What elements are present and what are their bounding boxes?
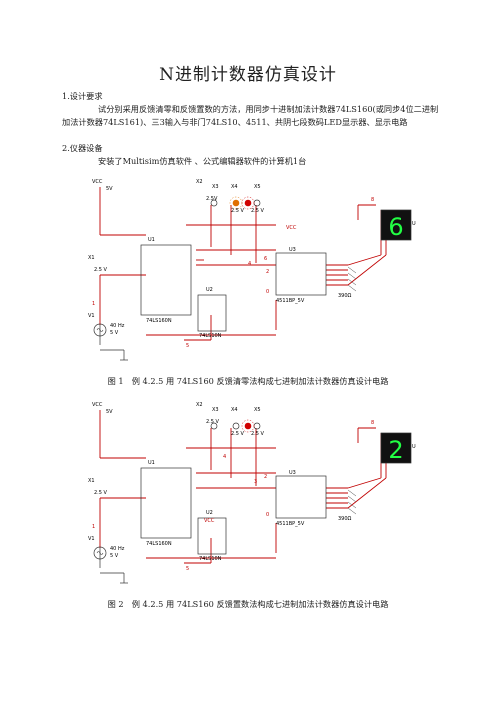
section-body: 试分别采用反馈清零和反馈置数的方法，用同步十进制加法计数器74LS160(或同步…	[62, 104, 439, 127]
chip-u1-label: U1	[148, 237, 155, 243]
source-amplitude: 5 V	[110, 330, 119, 336]
display-u4-label: U4	[412, 221, 416, 227]
source-amplitude: 5 V	[110, 553, 119, 559]
net-vcc-label: VCC	[286, 225, 297, 231]
net-label: 1	[92, 301, 95, 307]
chip-u2-part: 74LS10N	[199, 556, 222, 562]
seven-segment-digit: 2	[388, 436, 403, 464]
probe-x5-voltage: 2.5 V	[251, 431, 265, 437]
chip-u1-label: U1	[148, 460, 155, 466]
probe-x3-label: X3	[212, 184, 219, 190]
probe-x1-voltage: 2.5 V	[94, 267, 108, 273]
seven-segment-digit: 6	[388, 213, 403, 241]
chip-u3-label: U3	[289, 247, 296, 253]
probe-x4-voltage: 2.5 V	[231, 431, 245, 437]
led-indicator-icon	[244, 422, 252, 430]
chip-u3-part: 4511BP_5V	[276, 521, 305, 527]
probe-x2-label: X2	[196, 402, 203, 408]
page-title: N进制计数器仿真设计	[159, 65, 337, 85]
resistor-label: 390Ω	[338, 516, 352, 522]
net-label: 1	[92, 524, 95, 530]
probe-x5-label: X5	[254, 407, 261, 413]
net-label: 4	[248, 261, 251, 267]
net-label: 0	[266, 289, 269, 295]
probe-x4-label: X4	[231, 407, 238, 413]
net-label: 2	[264, 474, 267, 480]
net-label: 5	[186, 566, 189, 572]
circuit-diagram-2: VCC 5V X2 X3 X4 X5 2.5 V 2.5 V 2.5 V X1 …	[88, 402, 416, 584]
probe-x2-label: X2	[196, 179, 203, 185]
net-label: 6	[264, 256, 267, 262]
probe-x4-voltage: 2.5 V	[231, 208, 245, 214]
section-body: 安装了Multisim仿真软件 、公式编辑器软件的计算机1台	[98, 156, 307, 166]
vcc-voltage: 5V	[106, 409, 113, 415]
chip-u1-part: 74LS160N	[146, 541, 172, 547]
net-vcc-label: VCC	[204, 518, 215, 524]
net-label: 5	[186, 343, 189, 349]
probe-x3-voltage: 2.5V	[206, 196, 218, 202]
source-frequency: 40 Hz	[110, 323, 125, 329]
source-frequency: 40 Hz	[110, 546, 125, 552]
net-label: 8	[371, 420, 374, 426]
circuit-diagram-1: VCC 5V X2 X3 X4 X5 2.5V 2.5 V 2.5 V X1 2…	[88, 179, 416, 361]
probe-x1-label: X1	[88, 255, 95, 261]
led-indicator-icon	[244, 199, 252, 207]
net-label: 8	[371, 197, 374, 203]
section-heading: 1.设计要求	[62, 91, 103, 101]
resistor-label: 390Ω	[338, 293, 352, 299]
figure-caption: 图 1 例 4.2.5 用 74LS160 反馈清零法构成七进制加法计数器仿真设…	[107, 376, 389, 386]
chip-u1-part: 74LS160N	[146, 318, 172, 324]
probe-x3-voltage: 2.5 V	[206, 419, 220, 425]
chip-u2-label: U2	[206, 510, 213, 516]
probe-x1-label: X1	[88, 478, 95, 484]
source-label: V1	[88, 313, 95, 319]
net-label: 0	[266, 512, 269, 518]
chip-u2-label: U2	[206, 287, 213, 293]
vcc-label: VCC	[92, 179, 103, 185]
net-label: 2	[266, 269, 269, 275]
chip-u3-label: U3	[289, 470, 296, 476]
section-heading: 2.仪器设备	[62, 143, 103, 153]
display-u4-label: U4	[412, 444, 416, 450]
led-indicator-icon	[232, 199, 240, 207]
probe-x3-label: X3	[212, 407, 219, 413]
chip-u2-part: 74LS10N	[199, 333, 222, 339]
net-label: 4	[223, 454, 226, 460]
probe-x5-label: X5	[254, 184, 261, 190]
probe-x5-voltage: 2.5 V	[251, 208, 265, 214]
vcc-voltage: 5V	[106, 186, 113, 192]
probe-x1-voltage: 2.5 V	[94, 490, 108, 496]
source-label: V1	[88, 536, 95, 542]
chip-u3-part: 4511BP_5V	[276, 298, 305, 304]
figure-caption: 图 2 例 4.2.5 用 74LS160 反馈置数法构成七进制加法计数器仿真设…	[107, 599, 389, 609]
probe-x4-label: X4	[231, 184, 238, 190]
net-label: 3	[254, 479, 257, 485]
vcc-label: VCC	[92, 402, 103, 408]
